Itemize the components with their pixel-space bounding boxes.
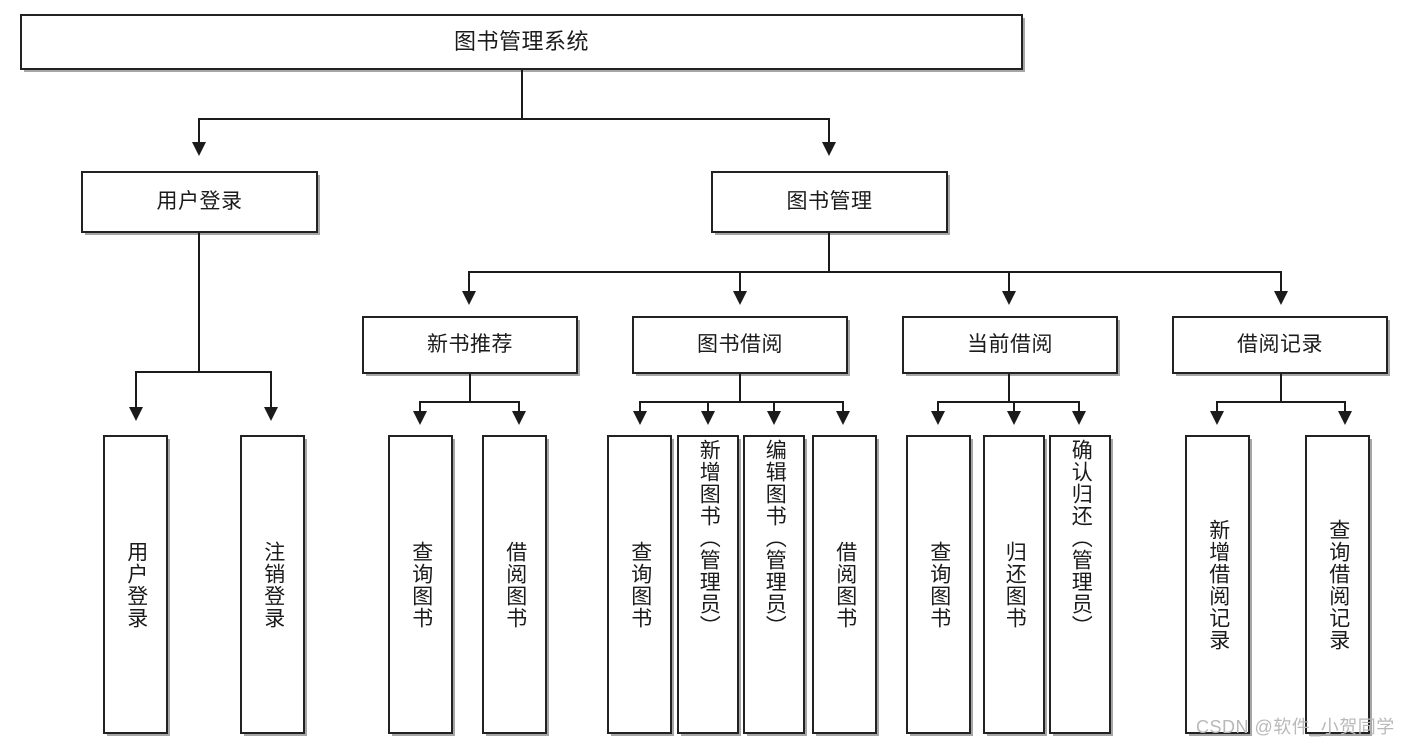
node-user-login[interactable]: 用户登录	[81, 171, 318, 233]
edge-book-borrow-branch-1	[639, 401, 641, 413]
node-label: 查询借阅记录	[1326, 518, 1350, 651]
arrowhead-to-book-manage	[822, 142, 836, 156]
edge-book-manage-bus	[468, 271, 1282, 273]
edge-new-book-stem	[469, 374, 471, 402]
edge-current-borrow-stem	[1008, 374, 1010, 402]
node-new-book-recommend[interactable]: 新书推荐	[362, 316, 578, 374]
node-label: 查询图书	[409, 540, 433, 629]
arrowhead-book-borrow-leaf-2	[701, 411, 715, 425]
leaf-query-book-recommend[interactable]: 查询图书	[388, 435, 453, 734]
edge-book-borrow-branch-3	[773, 401, 775, 413]
node-label: 新书推荐	[427, 332, 513, 356]
edge-new-book-bus	[419, 401, 520, 403]
edge-borrow-record-branch-1	[1216, 401, 1218, 413]
edge-book-borrow-bus	[639, 401, 844, 403]
node-label: 借阅记录	[1237, 332, 1323, 356]
edge-book-manage-branch-1	[468, 271, 470, 293]
node-label: 查询图书	[927, 540, 951, 629]
edge-borrow-record-stem	[1280, 374, 1282, 402]
node-label: 图书借阅	[697, 332, 783, 356]
leaf-return-book[interactable]: 归还图书	[983, 435, 1045, 734]
leaf-edit-book-admin[interactable]: 编辑图书（管理员）	[743, 435, 805, 734]
arrowhead-to-current-borrow	[1002, 291, 1016, 305]
node-borrow-record[interactable]: 借阅记录	[1172, 316, 1388, 374]
arrowhead-book-borrow-leaf-1	[633, 411, 647, 425]
leaf-confirm-return-admin[interactable]: 确认归还（管理员）	[1049, 435, 1111, 734]
node-label: 当前借阅	[967, 332, 1053, 356]
arrowhead-to-new-book-recommend	[462, 291, 476, 305]
edge-book-borrow-branch-2	[707, 401, 709, 413]
node-label: 归还图书	[1003, 540, 1027, 629]
leaf-logout[interactable]: 注销登录	[240, 435, 305, 734]
edge-root-to-book-manage	[828, 118, 830, 144]
edge-new-book-branch-2	[518, 401, 520, 413]
arrowhead-to-borrow-record	[1274, 291, 1288, 305]
edge-user-login-bus	[135, 371, 272, 373]
arrowhead-book-borrow-leaf-3	[767, 411, 781, 425]
leaf-query-borrow-record[interactable]: 查询借阅记录	[1305, 435, 1370, 734]
edge-root-to-user-login	[198, 118, 200, 144]
edge-book-manage-branch-2	[739, 271, 741, 293]
edge-user-login-stem	[198, 233, 200, 372]
node-root-library-system[interactable]: 图书管理系统	[20, 14, 1023, 70]
edge-book-manage-stem	[828, 233, 830, 272]
node-label: 新增图书（管理员）	[697, 439, 721, 637]
leaf-borrow-book-recommend[interactable]: 借阅图书	[482, 435, 547, 734]
leaf-query-book-borrow[interactable]: 查询图书	[607, 435, 672, 734]
arrowhead-user-login-leaf-2	[264, 407, 278, 421]
arrowhead-new-book-leaf-1	[413, 411, 427, 425]
edge-book-borrow-stem	[739, 374, 741, 402]
arrowhead-current-borrow-leaf-1	[931, 411, 945, 425]
node-book-borrow[interactable]: 图书借阅	[632, 316, 848, 374]
leaf-add-borrow-record[interactable]: 新增借阅记录	[1185, 435, 1250, 734]
arrowhead-borrow-record-leaf-1	[1210, 411, 1224, 425]
node-label: 编辑图书（管理员）	[763, 439, 787, 637]
leaf-user-login[interactable]: 用户登录	[103, 435, 168, 734]
arrowhead-to-book-borrow	[733, 291, 747, 305]
edge-book-manage-branch-3	[1008, 271, 1010, 293]
node-label: 图书管理	[786, 189, 873, 213]
edge-book-borrow-branch-4	[842, 401, 844, 413]
leaf-borrow-book[interactable]: 借阅图书	[812, 435, 877, 734]
edge-root-stem	[521, 70, 523, 119]
arrowhead-current-borrow-leaf-3	[1072, 411, 1086, 425]
edge-new-book-branch-1	[419, 401, 421, 413]
arrowhead-to-user-login	[192, 142, 206, 156]
edge-user-login-branch-2	[270, 371, 272, 409]
arrowhead-user-login-leaf-1	[129, 407, 143, 421]
arrowhead-borrow-record-leaf-2	[1338, 411, 1352, 425]
leaf-query-book-current[interactable]: 查询图书	[906, 435, 971, 734]
node-current-borrow[interactable]: 当前借阅	[902, 316, 1118, 374]
node-label: 确认归还（管理员）	[1069, 439, 1093, 637]
arrowhead-book-borrow-leaf-4	[836, 411, 850, 425]
node-label: 借阅图书	[833, 540, 857, 629]
arrowhead-new-book-leaf-2	[512, 411, 526, 425]
node-label: 图书管理系统	[453, 29, 589, 55]
node-label: 用户登录	[124, 540, 148, 629]
node-label: 查询图书	[628, 540, 652, 629]
edge-current-borrow-bus	[937, 401, 1080, 403]
node-label: 注销登录	[261, 540, 285, 629]
node-label: 新增借阅记录	[1206, 518, 1230, 651]
node-book-management[interactable]: 图书管理	[711, 171, 948, 233]
edge-borrow-record-bus	[1216, 401, 1346, 403]
edge-current-borrow-branch-1	[937, 401, 939, 413]
edge-book-manage-branch-4	[1280, 271, 1282, 293]
edge-root-bus	[198, 118, 830, 120]
edge-borrow-record-branch-2	[1344, 401, 1346, 413]
arrowhead-current-borrow-leaf-2	[1007, 411, 1021, 425]
node-label: 用户登录	[156, 189, 243, 213]
node-label: 借阅图书	[503, 540, 527, 629]
edge-user-login-branch-1	[135, 371, 137, 409]
leaf-add-book-admin[interactable]: 新增图书（管理员）	[677, 435, 739, 734]
edge-current-borrow-branch-3	[1078, 401, 1080, 413]
edge-current-borrow-branch-2	[1013, 401, 1015, 413]
